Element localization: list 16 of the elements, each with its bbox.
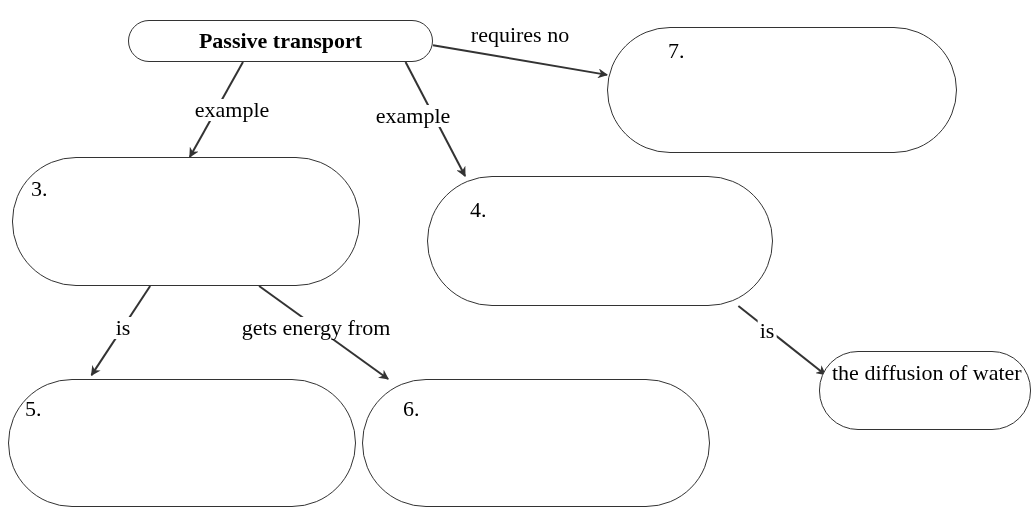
edge-label: example [373,105,453,127]
node-text: 6. [403,396,421,422]
arrow [90,285,152,377]
arrow [432,44,608,79]
edge-label: example [192,99,272,121]
node-text: the diffusion of water [832,360,1023,386]
node-text: Passive transport [198,28,363,54]
node-text: 5. [25,396,43,422]
node-text: 4. [470,197,488,223]
edge-label: is [113,317,133,339]
arrow [737,305,827,376]
node-text: 7. [668,38,686,64]
node-text: 3. [31,176,49,202]
edge-label: gets energy from [239,317,393,339]
rounded-box [128,20,433,62]
rounded-box [819,351,1031,430]
